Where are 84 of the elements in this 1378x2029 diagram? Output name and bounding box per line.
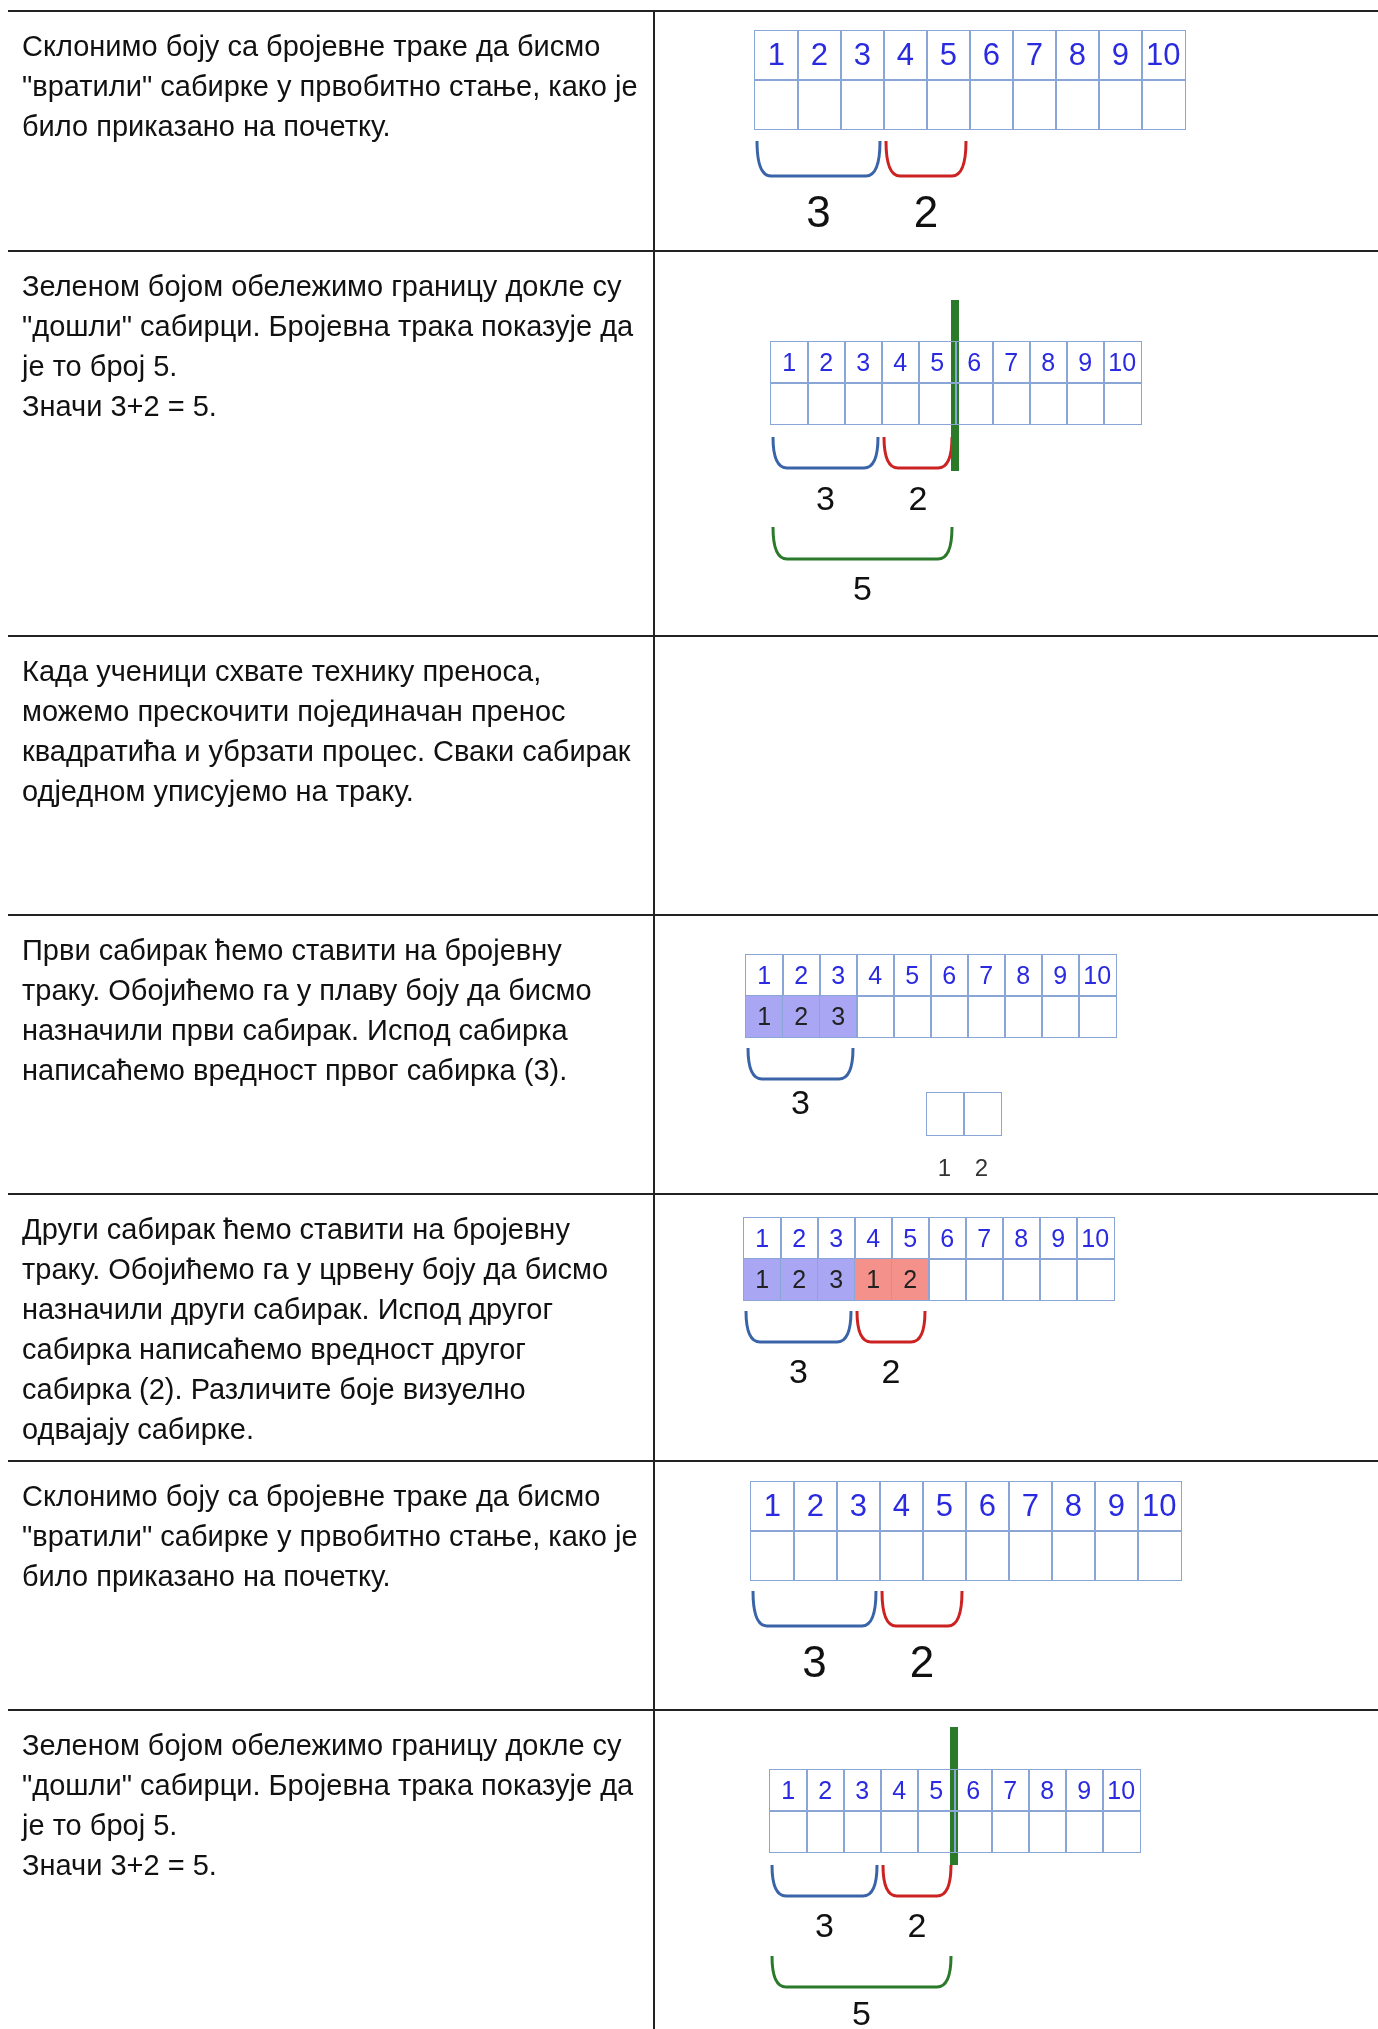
number-cell: 1 [769, 1769, 808, 1812]
number-cell: 4 [881, 341, 920, 384]
number-cell: 6 [928, 1217, 967, 1260]
number-cell: 10 [1076, 1217, 1115, 1260]
sum-label: 5 [852, 571, 873, 605]
number-cell: 6 [955, 341, 994, 384]
sum-label: 3 [814, 1908, 835, 1942]
number-cell: 1 [750, 1481, 795, 1532]
number-cell: 8 [1055, 30, 1100, 81]
number-cell: 6 [965, 1481, 1010, 1532]
colored-cell: 1 [854, 1258, 893, 1301]
sum-label: 3 [790, 1085, 811, 1119]
number-cell: 8 [1002, 1217, 1041, 1260]
number-cell: 7 [967, 954, 1006, 997]
number-cell: 4 [856, 954, 895, 997]
sum-label: 3 [815, 481, 836, 515]
number-cell: 7 [991, 1769, 1030, 1812]
number-cell: 2 [807, 341, 846, 384]
number-cell: 10 [1103, 341, 1142, 384]
number-cell: 10 [1078, 954, 1117, 997]
number-cell: 7 [965, 1217, 1004, 1260]
cell-index: 2 [973, 1154, 990, 1182]
sum-label: 2 [908, 1640, 936, 1684]
colored-cell: 3 [817, 1258, 856, 1301]
number-cell: 5 [918, 341, 957, 384]
number-cell: 9 [1094, 1481, 1139, 1532]
colored-cell: 1 [745, 995, 784, 1038]
number-cell: 6 [930, 954, 969, 997]
colored-cell: 2 [891, 1258, 930, 1301]
number-cell: 4 [883, 30, 928, 81]
sum-label: 2 [912, 190, 940, 234]
number-cell: 2 [806, 1769, 845, 1812]
instruction-text: Склонимо боју са бројевне траке да бисмо "вратили" сабирке у првобитно стање, како је било приказано на почетку. [22, 1479, 639, 1594]
number-cell: 6 [969, 30, 1014, 81]
number-cell: 5 [893, 954, 932, 997]
number-cell: 8 [1029, 341, 1068, 384]
number-cell: 4 [880, 1769, 919, 1812]
number-cell: 2 [793, 1481, 838, 1532]
sum-label: 3 [788, 1354, 809, 1388]
number-cell: 1 [754, 30, 799, 81]
colored-cell: 1 [743, 1258, 782, 1301]
number-cell: 3 [844, 341, 883, 384]
number-cell: 9 [1065, 1769, 1104, 1812]
instruction-text: Када ученици схвате технику преноса, можемо прескочити појединачан пренос квадратића и убрзати процес. Сваки сабирак одједном уписујемо на траку. [22, 654, 632, 809]
number-cell: 9 [1041, 954, 1080, 997]
number-cell: 5 [926, 30, 971, 81]
number-cell: 5 [922, 1481, 967, 1532]
instruction-text: Зеленом бојом обележимо границу докле су "дошли" сабирци. Бројевна трака показује да је то број 5. [22, 1728, 635, 1843]
number-cell: 8 [1004, 954, 1043, 997]
colored-cell: 2 [782, 995, 821, 1038]
sum-label: 2 [906, 1908, 928, 1942]
number-cell: 1 [770, 341, 809, 384]
instruction-text: Значи 3+2 = 5. [22, 1848, 218, 1883]
instruction-text: Склонимо боју са бројевне траке да бисмо "вратили" сабирке у првобитно стање, како је било приказано на почетку. [22, 29, 639, 144]
number-cell: 6 [954, 1769, 993, 1812]
number-cell: 4 [879, 1481, 924, 1532]
number-cell: 7 [1012, 30, 1057, 81]
sum-label: 3 [801, 1640, 828, 1684]
number-cell: 3 [843, 1769, 882, 1812]
instruction-text: Значи 3+2 = 5. [22, 389, 218, 424]
instruction-text: Зеленом бојом обележимо границу докле су "дошли" сабирци. Бројевна трака показује да је то број 5. [22, 269, 635, 384]
number-cell: 8 [1028, 1769, 1067, 1812]
number-cell: 5 [917, 1769, 956, 1812]
number-cell: 3 [836, 1481, 881, 1532]
sum-label: 2 [880, 1354, 902, 1388]
instruction-text: Први сабирак ћемо ставити на бројевну траку. Обојићемо га у плаву боју да бисмо назначили први сабирак. Испод сабирка написаћемо вредност првог сабирка (3). [22, 933, 593, 1088]
number-cell: 10 [1141, 30, 1186, 81]
sum-label: 3 [805, 190, 832, 234]
number-cell: 9 [1039, 1217, 1078, 1260]
number-cell: 9 [1066, 341, 1105, 384]
number-cell: 3 [840, 30, 885, 81]
number-cell: 2 [797, 30, 842, 81]
number-cell: 9 [1098, 30, 1143, 81]
number-cell: 8 [1051, 1481, 1096, 1532]
colored-cell: 2 [780, 1258, 819, 1301]
number-cell: 10 [1137, 1481, 1182, 1532]
number-cell: 10 [1102, 1769, 1141, 1812]
cell-index: 1 [936, 1154, 953, 1182]
instruction-text: Други сабирак ћемо ставити на бројевну траку. Обојићемо га у црвену боју да бисмо назначили други сабирак. Испод другог сабирка написаћемо вредност другог сабирка (2). Различите боје визуелно одвајају сабирке. [22, 1212, 609, 1447]
sum-label: 2 [907, 481, 929, 515]
sum-label: 5 [851, 1996, 872, 2029]
number-cell: 7 [1008, 1481, 1053, 1532]
colored-cell: 3 [819, 995, 858, 1038]
number-cell: 7 [992, 341, 1031, 384]
